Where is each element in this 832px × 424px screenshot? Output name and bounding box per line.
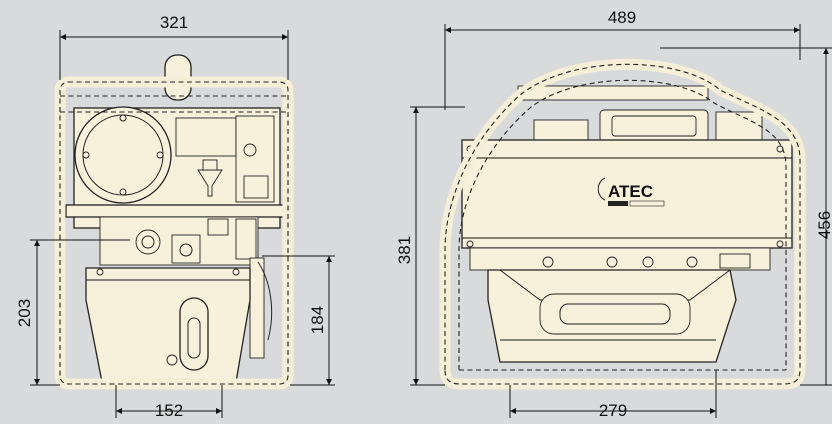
front-base-width-label: 152 bbox=[155, 401, 183, 420]
front-sight-glass bbox=[179, 297, 209, 371]
side-right-height-label: 456 bbox=[815, 211, 832, 239]
front-gauge bbox=[135, 229, 161, 255]
logo-text: ATEC bbox=[608, 182, 653, 201]
front-width-label: 321 bbox=[160, 13, 188, 32]
side-left-height-label: 381 bbox=[395, 236, 414, 264]
atec-logo: ATEC bbox=[597, 177, 665, 207]
front-oil-filler bbox=[197, 169, 223, 197]
front-right-height-label: 184 bbox=[308, 306, 327, 334]
side-base-width-label: 279 bbox=[599, 401, 627, 420]
side-view: ATEC bbox=[410, 24, 832, 418]
front-left-height-label: 203 bbox=[15, 299, 34, 327]
front-view bbox=[30, 30, 335, 418]
front-oil-tank bbox=[85, 267, 251, 383]
side-width-label: 489 bbox=[608, 8, 636, 27]
front-motor-cover bbox=[74, 106, 172, 204]
front-mid-plate bbox=[65, 204, 289, 218]
